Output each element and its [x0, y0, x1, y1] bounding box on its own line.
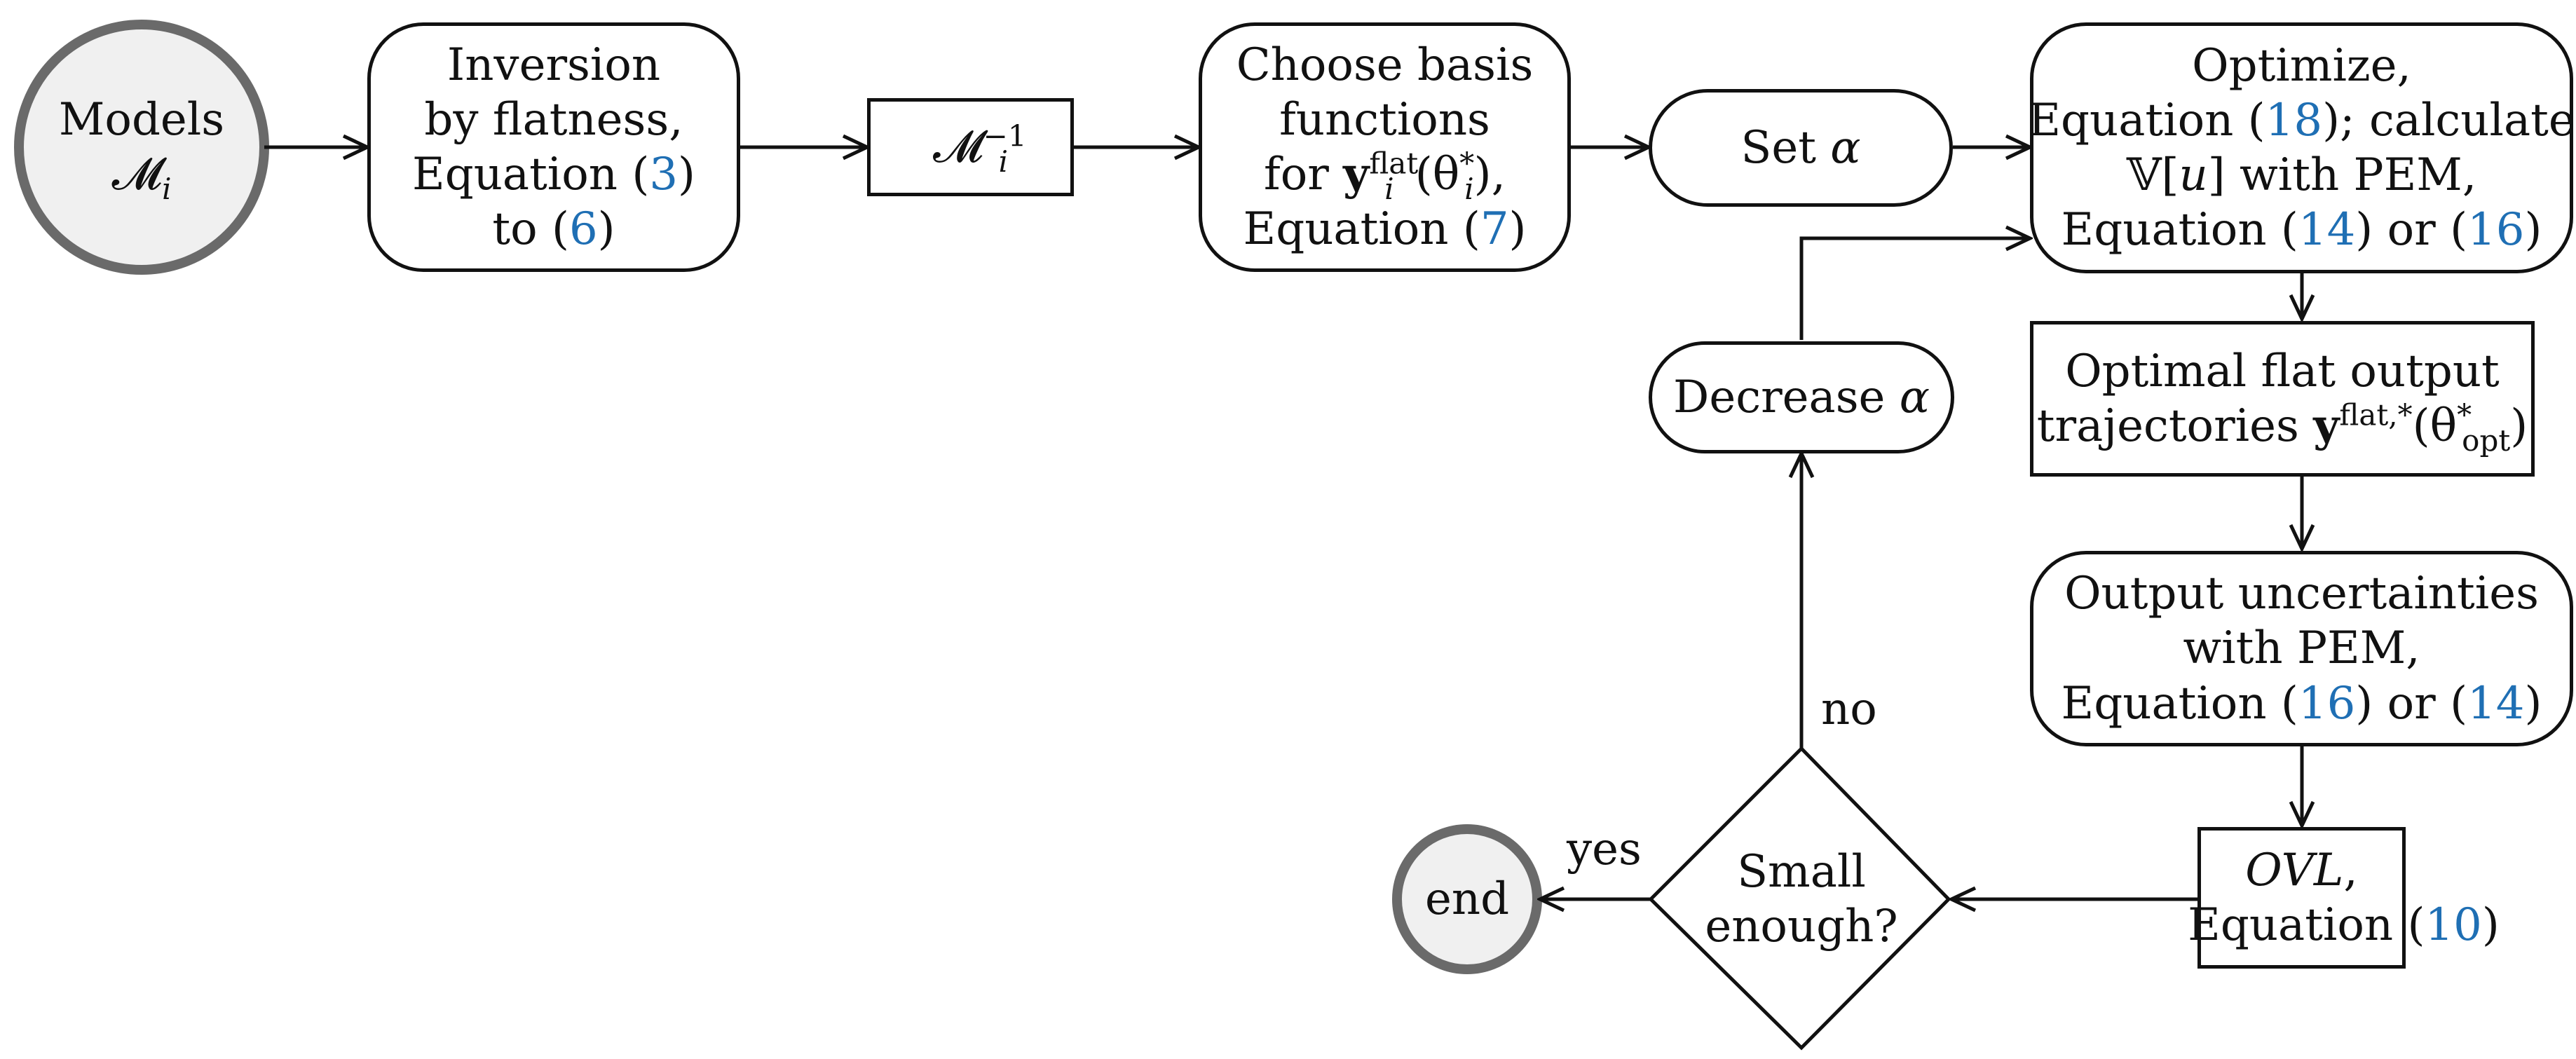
- basis-y-sup: flat: [1369, 146, 1419, 181]
- optimize-line2a: Equation (: [2028, 94, 2265, 146]
- optimize-line2b: ); calculate: [2322, 94, 2575, 146]
- basis-y-sub: i: [1384, 171, 1394, 206]
- equation-ref-16[interactable]: 16: [2467, 204, 2525, 257]
- inverse-model-node: 𝓜−1i: [867, 98, 1074, 196]
- optimal-theta-sub: opt: [2462, 423, 2511, 458]
- equation-ref-7[interactable]: 7: [1480, 203, 1509, 256]
- ovl-comma: ,: [2343, 844, 2358, 896]
- basis-y-symbol: y: [1343, 148, 1370, 200]
- optimal-trajectories-node: Optimal flat output trajectories yflat,*…: [2030, 321, 2535, 477]
- decrease-alpha-symbol: α: [1899, 371, 1930, 423]
- inversion-line4b: ): [597, 203, 615, 256]
- models-subscript: i: [162, 171, 172, 206]
- basis-node: Choose basis functions for yflati(θ*i), …: [1199, 22, 1571, 272]
- optimize-line1: Optimize,: [2192, 39, 2411, 92]
- optimize-u-symbol: u: [2179, 149, 2208, 201]
- set-alpha-symbol: α: [1830, 121, 1861, 174]
- output-line3b: ) or (: [2355, 677, 2468, 730]
- optimize-line3b: ] with PEM,: [2207, 149, 2477, 201]
- inversion-line1: Inversion: [447, 39, 661, 91]
- optimal-line2a: trajectories: [2036, 400, 2314, 452]
- basis-line4a: Equation (: [1243, 203, 1480, 256]
- basis-theta-sub: i: [1464, 171, 1474, 206]
- equation-ref-18[interactable]: 18: [2265, 94, 2323, 146]
- decision-node: Small enough?: [1682, 827, 1921, 971]
- equation-ref-10[interactable]: 10: [2425, 899, 2482, 951]
- decrease-alpha-node: Decrease α: [1649, 341, 1954, 453]
- basis-theta: (θ: [1415, 149, 1460, 200]
- ovl-line2b: ): [2481, 899, 2500, 951]
- ovl-line2a: Equation (: [2188, 899, 2425, 951]
- models-label: Models: [58, 93, 225, 146]
- basis-line4b: ): [1508, 203, 1527, 256]
- equation-ref-6[interactable]: 6: [568, 203, 598, 256]
- output-line3c: ): [2524, 677, 2542, 730]
- ovl-symbol: OVL: [2245, 844, 2344, 896]
- models-symbol: 𝓜: [111, 149, 163, 200]
- basis-line3a: for: [1264, 149, 1344, 200]
- end-label: end: [1424, 873, 1510, 925]
- decision-diamond: [1648, 746, 1951, 1051]
- optimize-line4b: ) or (: [2355, 204, 2468, 257]
- optimal-line2c: ): [2510, 400, 2528, 452]
- output-line3a: Equation (: [2061, 677, 2298, 730]
- set-alpha-text: Set: [1740, 121, 1831, 174]
- models-node: Models 𝓜i: [19, 25, 264, 270]
- equation-ref-16[interactable]: 16: [2298, 677, 2356, 730]
- basis-line3c: ),: [1473, 149, 1506, 200]
- edge-label-yes: yes: [1567, 824, 1642, 875]
- optimal-y-symbol: y: [2313, 399, 2340, 452]
- equation-ref-14[interactable]: 14: [2467, 677, 2525, 730]
- inversion-line3a: Equation (: [412, 149, 650, 200]
- optimal-line1: Optimal flat output: [2065, 345, 2500, 397]
- inversion-line4a: to (: [492, 203, 569, 256]
- ovl-node: OVL, Equation (10): [2188, 827, 2500, 969]
- optimize-line4c: ): [2524, 204, 2542, 257]
- basis-theta-sup: *: [1459, 146, 1475, 181]
- optimize-variance: 𝕍[: [2126, 149, 2179, 201]
- optimal-theta-sup: *: [2457, 397, 2472, 432]
- decision-line2: enough?: [1705, 901, 1898, 952]
- inverse-subscript: i: [998, 144, 1009, 179]
- edge-decrease-optimize: [1799, 238, 2030, 340]
- optimize-line4a: Equation (: [2061, 204, 2298, 257]
- output-line2: with PEM,: [2183, 622, 2420, 675]
- optimize-node: Optimize, Equation (18); calculate 𝕍[u] …: [2028, 22, 2575, 273]
- inverse-symbol: 𝓜: [932, 121, 983, 173]
- inversion-node: Inversion by flatness, Equation (3) to (…: [367, 22, 740, 272]
- decrease-alpha-text: Decrease: [1673, 371, 1900, 423]
- output-line1: Output uncertainties: [2064, 568, 2539, 620]
- basis-line1: Choose basis: [1236, 39, 1534, 91]
- equation-ref-3[interactable]: 3: [649, 149, 679, 200]
- inversion-line3b: ): [678, 149, 695, 200]
- optimal-y-sup: flat,*: [2339, 397, 2413, 432]
- optimal-theta: (θ: [2412, 400, 2458, 452]
- inversion-line2: by flatness,: [424, 93, 683, 146]
- set-alpha-node: Set α: [1649, 89, 1953, 207]
- decision-line1: Small: [1737, 845, 1866, 898]
- edge-label-no: no: [1821, 683, 1877, 735]
- end-node: end: [1397, 829, 1537, 969]
- basis-line2: functions: [1279, 93, 1490, 146]
- inverse-superscript: −1: [983, 118, 1027, 153]
- output-uncertainties-node: Output uncertainties with PEM, Equation …: [2030, 551, 2573, 746]
- equation-ref-14[interactable]: 14: [2298, 204, 2356, 257]
